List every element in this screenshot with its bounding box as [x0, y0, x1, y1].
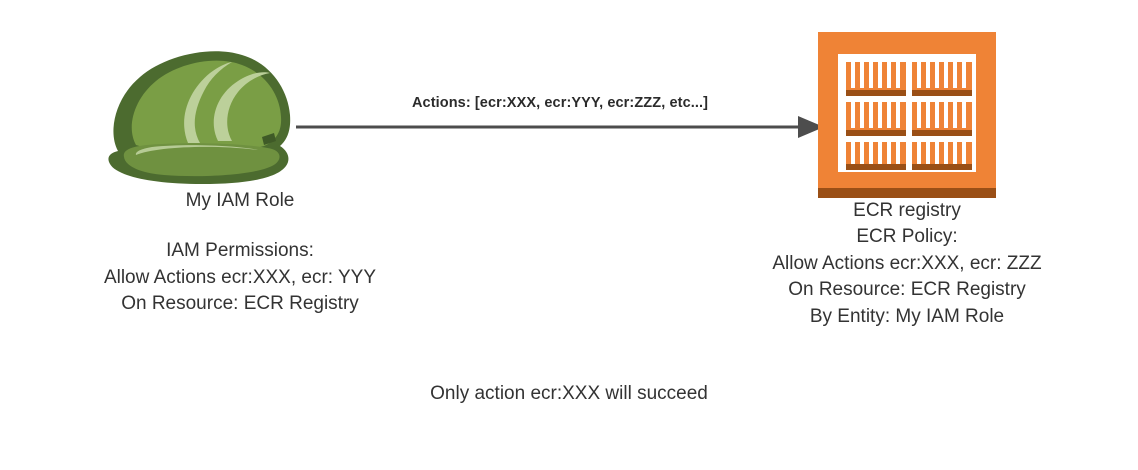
ecr-registry-caption: ECR registry	[853, 200, 961, 221]
ecr-policy-line-4: By Entity: My IAM Role	[809, 305, 1005, 327]
ecr-policy-line-1: ECR Policy:	[856, 226, 958, 247]
iam-role-caption: My IAM Role	[185, 190, 295, 211]
outcome-note: Only action ecr:XXX will succeed	[430, 383, 708, 404]
iam-permissions-line-3: On Resource: ECR Registry	[121, 293, 359, 314]
connector-label: Actions: [ecr:XXX, ecr:YYY, ecr:ZZZ, etc…	[411, 95, 709, 111]
ecr-policy-block: ECR Policy: Allow Actions ecr:XXX, ecr: …	[707, 224, 1107, 330]
iam-permissions-block: IAM Permissions: Allow Actions ecr:XXX, …	[40, 238, 440, 318]
ecr-policy-line-2: Allow Actions ecr:XXX, ecr: ZZZ	[772, 252, 1042, 274]
hard-hat-icon	[92, 33, 312, 193]
ecr-policy-line-3: On Resource: ECR Registry	[788, 279, 1026, 300]
iam-permissions-line-2: Allow Actions ecr:XXX, ecr: YYY	[103, 266, 377, 288]
ecr-registry-icon	[818, 32, 996, 200]
flow-arrow-icon	[296, 108, 824, 148]
iam-permissions-line-1: IAM Permissions:	[166, 240, 314, 261]
